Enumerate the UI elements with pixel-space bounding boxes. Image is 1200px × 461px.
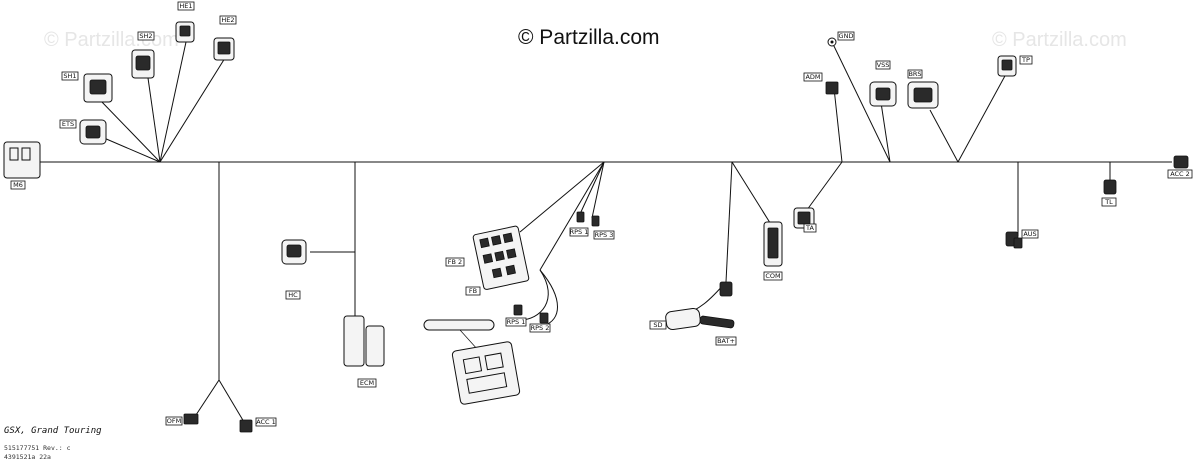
right-center-branch-group: [679, 87, 843, 317]
label-adm: ADM: [805, 73, 820, 81]
label-ofm: OFM: [167, 417, 181, 425]
wire-ta: [803, 161, 843, 215]
connector-rps3: RPS 3: [591, 215, 615, 240]
label-he2: HE2: [221, 16, 234, 24]
label-hc: HC: [288, 291, 298, 299]
connector-sd-aux: [719, 281, 733, 297]
connector-he2: HE2: [213, 15, 237, 61]
label-vss: VSS: [877, 61, 890, 69]
wire-rps-alt: [579, 161, 605, 215]
wire-hc: [310, 162, 356, 253]
label-sh1: SH1: [63, 72, 76, 80]
brake-branch-group: [929, 73, 1007, 163]
label-acc1: ACC 1: [256, 418, 276, 426]
fuse-box: FB 2 FB: [445, 225, 530, 296]
copyright-title: © Partzilla.com: [518, 26, 660, 49]
wire-adm: [833, 87, 843, 163]
connector-ets: ETS: [59, 119, 107, 145]
label-gnd: GND: [839, 32, 854, 40]
connector-tl: TL: [1101, 179, 1117, 207]
wire-gnd: [831, 41, 891, 163]
label-fb2: FB 2: [448, 258, 462, 266]
label-ta: TA: [805, 224, 814, 232]
label-tp: TP: [1021, 56, 1030, 64]
wire-sh1: [99, 99, 161, 163]
label-tl: TL: [1104, 198, 1113, 206]
connector-sh1: SH1: [61, 71, 113, 103]
wire-fb2: [519, 161, 605, 233]
connector-vss: VSS: [869, 60, 897, 107]
wire-ets: [103, 137, 161, 163]
label-brs: BRS: [908, 70, 921, 78]
connector-rps-a: RPS 1: [569, 211, 589, 237]
ground-branch-group: [831, 41, 891, 163]
label-fb: FB: [469, 287, 477, 295]
label-rps2: RPS 2: [531, 324, 550, 332]
wire-control-module: [459, 329, 479, 351]
wire-rps: [591, 161, 605, 219]
connector-ta: TA: [793, 207, 817, 233]
left-branch-group: [99, 41, 226, 163]
label-m6: M6: [13, 181, 23, 189]
connector-tp: TP: [997, 55, 1033, 77]
label-rps1: RPS 1: [507, 318, 526, 326]
connector-brs: BRS: [907, 69, 939, 109]
wire-sd-main: [725, 161, 733, 283]
connector-m6: M6: [3, 141, 41, 190]
label-rps3: RPS 3: [595, 231, 614, 239]
wire-sh2: [147, 77, 161, 163]
label-sd: SD: [653, 321, 662, 329]
wire-rps2: [539, 269, 558, 326]
connector-rps1: RPS 1: [505, 304, 527, 327]
connector-adm: ADM: [803, 72, 839, 95]
doc-ref-1: 515177751 Rev.: c: [4, 444, 71, 452]
connector-acc1: ACC 1: [239, 417, 277, 433]
label-ecm: ECM: [360, 379, 374, 387]
wire-he1: [159, 41, 187, 163]
connector-com: COM: [763, 221, 783, 281]
label-acc2: ACC 2: [1170, 170, 1190, 178]
model-caption: GSX, Grand Touring: [4, 426, 102, 436]
starter-assembly: SD BAT+: [649, 307, 737, 346]
wire-he2: [159, 57, 226, 163]
wire-brs: [929, 109, 959, 163]
label-he1: HE1: [179, 2, 192, 10]
label-ets: ETS: [62, 120, 74, 128]
wire-vss: [879, 95, 891, 163]
connector-aus: AUS: [1005, 229, 1039, 249]
connector-ofm: OFM: [165, 413, 199, 426]
label-rps-a: RPS 1: [570, 228, 589, 236]
wire-acc1: [218, 379, 245, 423]
connector-hc: HC: [281, 239, 307, 300]
watermark-right: © Partzilla.com: [992, 29, 1127, 51]
wire-com: [731, 161, 773, 227]
label-bat: BAT+: [717, 337, 735, 345]
watermark-left: © Partzilla.com: [44, 29, 179, 51]
wire-ofm: [193, 379, 220, 419]
connector-ecm: ECM: [343, 315, 385, 388]
doc-ref-2: 4391521a 22a: [4, 453, 51, 461]
connector-acc2: ACC 2: [1167, 155, 1193, 179]
control-module: [423, 319, 521, 405]
label-com: COM: [765, 272, 780, 280]
connector-he1: HE1: [175, 1, 195, 43]
connector-sh2: SH2: [131, 31, 155, 79]
label-aus: AUS: [1023, 230, 1036, 238]
center-branch-group: [519, 161, 605, 326]
connector-rps2: RPS 2: [529, 312, 551, 333]
wire-fb: [539, 161, 605, 271]
label-sh2: SH2: [139, 32, 152, 40]
ground-terminal: GND: [827, 31, 855, 47]
wire-tp: [957, 73, 1007, 163]
